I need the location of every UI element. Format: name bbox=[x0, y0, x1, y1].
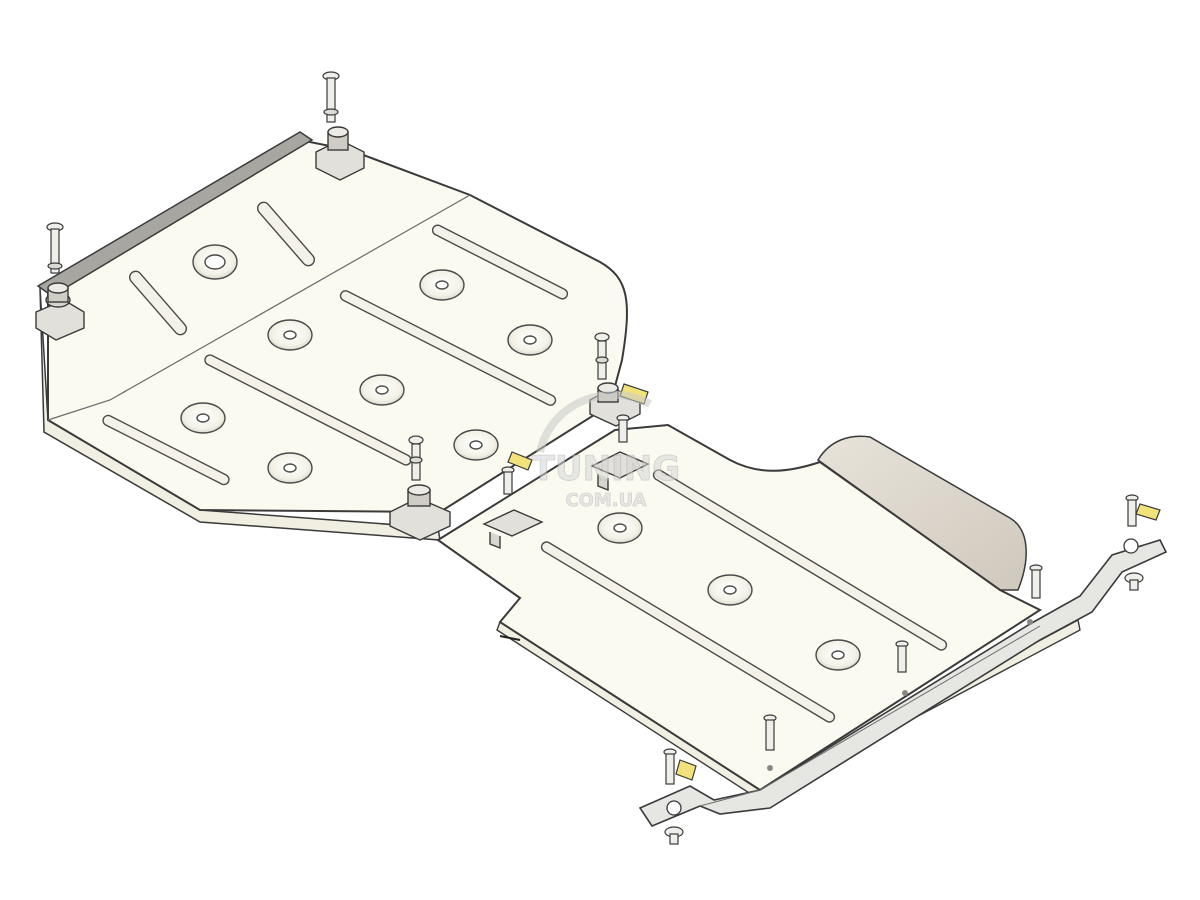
rib bbox=[128, 270, 188, 336]
watermark-sub: COM.UA bbox=[565, 490, 646, 511]
crossbar-edge bbox=[699, 625, 1041, 807]
crossbar-hole bbox=[1123, 538, 1139, 554]
nut-tag bbox=[507, 451, 533, 471]
upper-plate-holes bbox=[180, 244, 553, 484]
bolt-clip-right bbox=[616, 414, 630, 443]
bracket-center-left bbox=[389, 484, 451, 541]
crossbar-hole bbox=[666, 800, 682, 816]
rib bbox=[540, 541, 836, 723]
rib bbox=[339, 290, 557, 406]
bracket-rear-left bbox=[35, 282, 85, 341]
bolt-crossbar-right-top bbox=[1125, 494, 1139, 527]
watermark-logo: TUNING COM.UA bbox=[531, 390, 681, 511]
upper-skid-plate bbox=[36, 131, 628, 541]
watermark-word: TUNING bbox=[532, 449, 680, 489]
fasteners bbox=[46, 71, 1144, 845]
front-crossbar bbox=[638, 538, 1168, 827]
rib bbox=[256, 201, 316, 267]
crossbar-body bbox=[638, 539, 1168, 827]
upper-plate-ribs bbox=[102, 201, 569, 486]
bolt-center-right bbox=[594, 332, 610, 380]
lower-plate-holes bbox=[597, 512, 861, 671]
bolt-crossbar-right-bottom bbox=[1124, 572, 1144, 591]
lower-skid-plate bbox=[436, 423, 1081, 801]
bolt-clip-left bbox=[501, 466, 515, 495]
rib bbox=[102, 414, 230, 486]
lower-plate-shadow-line bbox=[499, 635, 521, 641]
crossbar-rivet bbox=[902, 690, 908, 696]
rib bbox=[431, 224, 569, 300]
watermark-arc bbox=[536, 390, 652, 454]
bolt-plate-mid bbox=[895, 640, 909, 673]
nut-tag bbox=[1135, 503, 1161, 521]
clip-bracket-right bbox=[590, 451, 650, 492]
bolt-rear-left bbox=[46, 222, 64, 274]
bolt-crossbar-left-bottom bbox=[664, 826, 684, 845]
rib bbox=[652, 469, 948, 651]
bolt-crossbar-left-top bbox=[663, 748, 677, 785]
bolt-rear-right bbox=[322, 71, 340, 123]
upper-plate-fold-line bbox=[47, 194, 471, 421]
nut-tag bbox=[675, 759, 697, 781]
crossbar-rivet bbox=[1027, 619, 1033, 625]
bracket-rear-right bbox=[315, 126, 365, 181]
lower-plate-surface bbox=[436, 423, 1043, 792]
lower-plate-ribs bbox=[540, 469, 948, 723]
clip-bracket-left bbox=[482, 509, 544, 550]
heat-shield-flap bbox=[817, 435, 1027, 591]
bolt-plate-front bbox=[763, 714, 777, 751]
bolt-plate-right bbox=[1029, 564, 1043, 599]
crossbar-rivet bbox=[767, 765, 773, 771]
bolt-center-left bbox=[408, 435, 424, 481]
rib bbox=[204, 354, 412, 466]
